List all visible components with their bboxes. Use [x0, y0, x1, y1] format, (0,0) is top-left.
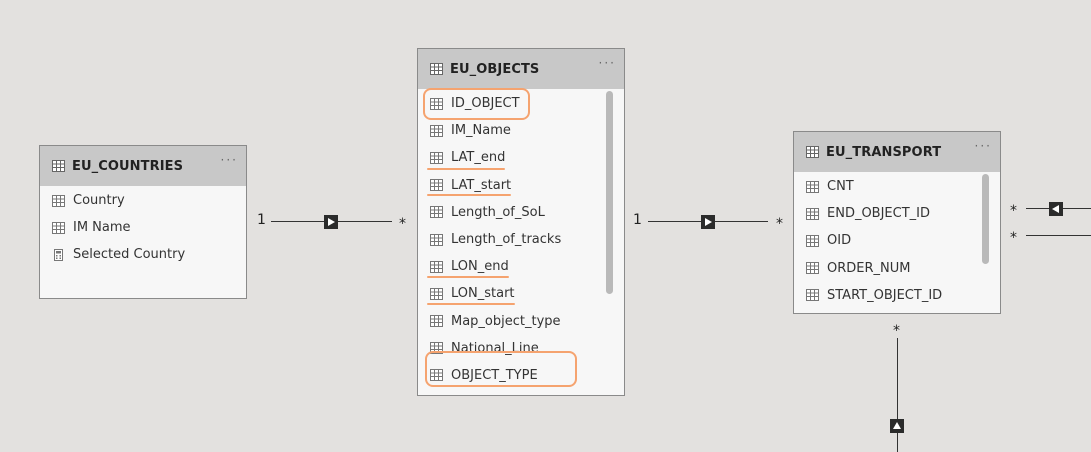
cardinality-one-label: 1 — [257, 212, 266, 228]
field-country[interactable]: Country — [40, 187, 246, 214]
field-icon — [806, 262, 819, 275]
more-options-icon[interactable]: ··· — [598, 56, 616, 70]
field-icon — [430, 260, 443, 273]
table-icon — [806, 146, 819, 158]
cardinality-many-label: * — [1010, 230, 1017, 246]
table-header[interactable]: EU_TRANSPORT ··· — [794, 132, 1000, 172]
field-label: ID_OBJECT — [451, 96, 520, 112]
field-label: LAT_end — [451, 150, 506, 166]
field-icon — [430, 287, 443, 300]
cardinality-many-label: * — [776, 216, 783, 232]
field-object-type[interactable]: OBJECT_TYPE — [418, 362, 624, 389]
field-cnt[interactable]: CNT — [794, 173, 1000, 200]
field-im-name[interactable]: IM_Name — [418, 117, 624, 144]
field-lon-start[interactable]: LON_start — [418, 280, 624, 307]
cardinality-many-label: * — [893, 323, 900, 339]
calculator-icon — [54, 248, 63, 261]
field-icon — [806, 180, 819, 193]
field-label: LAT_start — [451, 177, 512, 193]
field-label: Selected Country — [73, 247, 186, 263]
more-options-icon[interactable]: ··· — [974, 139, 992, 153]
relationship-line[interactable] — [1026, 235, 1091, 236]
field-lat-start[interactable]: LAT_start — [418, 172, 624, 199]
table-icon — [430, 63, 443, 75]
table-header[interactable]: EU_COUNTRIES ··· — [40, 146, 246, 186]
highlight-underline-lat-end — [427, 168, 505, 170]
highlight-box-object-type — [425, 351, 577, 387]
field-map-object-type[interactable]: Map_object_type — [418, 308, 624, 335]
field-label: CNT — [827, 179, 854, 195]
triangle-arrow-icon[interactable] — [1049, 202, 1063, 216]
field-label: LON_end — [451, 259, 509, 275]
field-lon-end[interactable]: LON_end — [418, 253, 624, 280]
triangle-arrow-icon[interactable] — [701, 215, 715, 229]
field-icon — [430, 97, 443, 110]
field-label: OBJECT_TYPE — [451, 367, 538, 383]
highlight-underline-lon-end — [427, 276, 509, 278]
table-title: EU_TRANSPORT — [826, 144, 942, 160]
field-selected-country[interactable]: Selected Country — [40, 241, 246, 268]
table-header[interactable]: EU_OBJECTS ··· — [418, 49, 624, 89]
scrollbar-thumb[interactable] — [606, 91, 613, 294]
field-label: Country — [73, 193, 125, 209]
field-id-object[interactable]: ID_OBJECT — [418, 90, 624, 117]
field-label: START_OBJECT_ID — [827, 287, 943, 303]
field-label: ORDER_NUM — [827, 260, 911, 276]
field-label: IM_Name — [451, 123, 511, 139]
triangle-arrow-icon[interactable] — [324, 215, 338, 229]
cardinality-one-label: 1 — [633, 212, 642, 228]
field-end-object-id[interactable]: END_OBJECT_ID — [794, 200, 1000, 227]
field-lat-end[interactable]: LAT_end — [418, 144, 624, 171]
field-icon — [430, 124, 443, 137]
field-label: Length_of_SoL — [451, 204, 545, 220]
table-card-eu-countries[interactable]: EU_COUNTRIES ··· Country IM Name Selecte… — [39, 145, 247, 299]
table-title: EU_COUNTRIES — [72, 158, 184, 174]
field-icon — [806, 234, 819, 247]
field-icon — [430, 206, 443, 219]
field-icon — [430, 179, 443, 192]
table-title: EU_OBJECTS — [450, 61, 540, 77]
field-icon — [806, 207, 819, 220]
field-start-object-id[interactable]: START_OBJECT_ID — [794, 282, 1000, 309]
field-oid[interactable]: OID — [794, 227, 1000, 254]
scrollbar-thumb[interactable] — [982, 174, 989, 264]
highlight-underline-lat-start — [427, 194, 511, 196]
field-icon — [430, 369, 443, 382]
field-order-num[interactable]: ORDER_NUM — [794, 255, 1000, 282]
cardinality-many-label: * — [399, 216, 406, 232]
cardinality-many-label: * — [1010, 203, 1017, 219]
field-icon — [430, 315, 443, 328]
table-card-eu-transport[interactable]: EU_TRANSPORT ··· CNT END_OBJECT_ID OID O… — [793, 131, 1001, 314]
field-icon — [52, 194, 65, 207]
field-length-of-sol[interactable]: Length_of_SoL — [418, 199, 624, 226]
field-icon — [52, 221, 65, 234]
field-label: END_OBJECT_ID — [827, 206, 931, 222]
field-im-name[interactable]: IM Name — [40, 214, 246, 241]
field-length-of-tracks[interactable]: Length_of_tracks — [418, 226, 624, 253]
highlight-box-id-object — [423, 88, 530, 120]
table-icon — [52, 160, 65, 172]
field-label: LON_start — [451, 286, 515, 302]
field-label: IM Name — [73, 220, 131, 236]
more-options-icon[interactable]: ··· — [220, 153, 238, 167]
triangle-arrow-icon[interactable] — [890, 419, 904, 433]
field-icon — [430, 233, 443, 246]
field-icon — [430, 151, 443, 164]
field-label: OID — [827, 233, 852, 249]
highlight-underline-lon-start — [427, 303, 515, 305]
field-label: Length_of_tracks — [451, 232, 562, 248]
field-label: Map_object_type — [451, 313, 561, 329]
field-icon — [806, 289, 819, 302]
relationship-line[interactable] — [897, 338, 898, 452]
